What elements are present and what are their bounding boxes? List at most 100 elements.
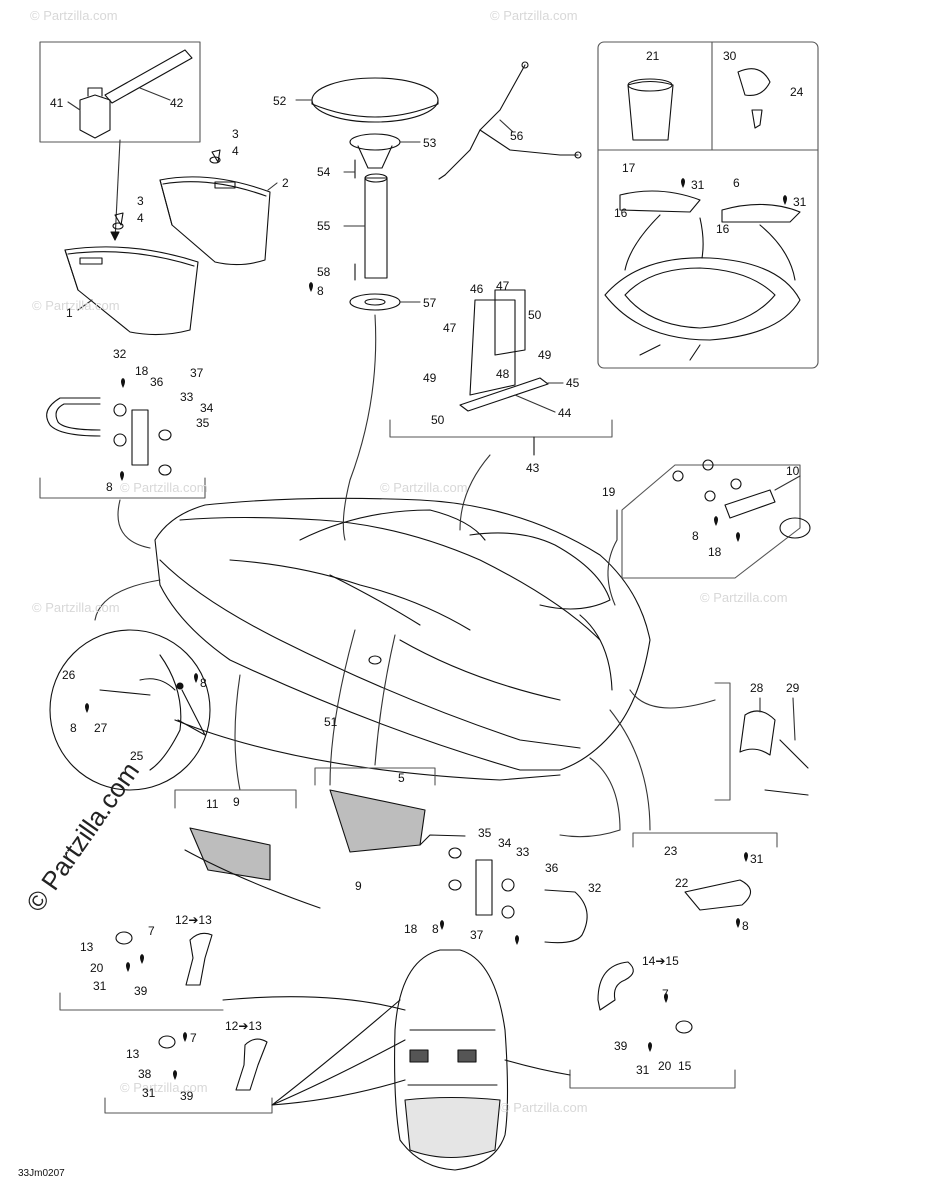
callout-21: 21	[646, 49, 660, 63]
seat-bracket-group	[390, 290, 612, 455]
callout-32: 32	[113, 347, 127, 361]
callout-33: 33	[180, 390, 194, 404]
callout-leaders	[68, 88, 800, 740]
callout-1: 1	[66, 306, 73, 320]
storage-bins	[65, 150, 270, 335]
callout-7: 7	[190, 1031, 197, 1045]
callout-24: 24	[790, 85, 804, 99]
callout-28: 28	[750, 681, 764, 695]
drop-icons	[85, 178, 787, 1080]
watermark: © Partzilla.com	[32, 298, 120, 313]
callout-36: 36	[150, 375, 164, 389]
callout-4: 4	[232, 144, 239, 158]
callout-13: 13	[80, 940, 94, 954]
callout-31: 31	[750, 852, 764, 866]
callout-3: 3	[137, 194, 144, 208]
callout-20: 20	[658, 1059, 672, 1073]
callout-31: 31	[691, 178, 705, 192]
callout-45: 45	[566, 376, 580, 390]
callout-12-13: 12➔13	[175, 913, 212, 927]
watermark: © Partzilla.com	[380, 480, 468, 495]
net-box-left	[175, 790, 320, 908]
callout-47: 47	[496, 279, 510, 293]
callout-9: 9	[233, 795, 240, 809]
callout-52: 52	[273, 94, 287, 108]
callout-8: 8	[432, 922, 439, 936]
callout-48: 48	[496, 367, 510, 381]
boat-hull	[155, 498, 650, 780]
callout-8: 8	[742, 919, 749, 933]
callout-35: 35	[196, 416, 210, 430]
callout-31: 31	[636, 1063, 650, 1077]
top-right-box	[598, 42, 818, 368]
callout-39: 39	[614, 1039, 628, 1053]
watermark: © Partzilla.com	[120, 480, 208, 495]
callout-37: 37	[470, 928, 484, 942]
callout-12-13: 12➔13	[225, 1019, 262, 1033]
watermark: © Partzilla.com	[120, 1080, 208, 1095]
callout-32: 32	[588, 881, 602, 895]
net-box-right	[315, 768, 465, 852]
callout-18: 18	[135, 364, 149, 378]
callout-8: 8	[106, 480, 113, 494]
callout-42: 42	[170, 96, 184, 110]
callout-8: 8	[317, 284, 324, 298]
watermark: © Partzilla.com	[30, 8, 118, 23]
callout-16: 16	[614, 206, 628, 220]
callout-8: 8	[692, 529, 699, 543]
callout-14-15: 14➔15	[642, 954, 679, 968]
callout-13: 13	[126, 1047, 140, 1061]
tool-kit-box	[40, 42, 200, 240]
callout-15: 15	[678, 1059, 692, 1073]
drawing-code: 33Jm0207	[18, 1168, 65, 1179]
callout-8: 8	[200, 676, 207, 690]
callout-56: 56	[510, 129, 524, 143]
callout-18: 18	[404, 922, 418, 936]
callout-50: 50	[431, 413, 445, 427]
callout-41: 41	[50, 96, 64, 110]
circle-detail	[50, 630, 210, 790]
callout-29: 29	[786, 681, 800, 695]
watermark: © Partzilla.com	[32, 600, 120, 615]
callout-47: 47	[443, 321, 457, 335]
callout-2: 2	[282, 176, 289, 190]
callout-26: 26	[62, 668, 76, 682]
callout-25: 25	[130, 749, 144, 763]
callout-18: 18	[708, 545, 722, 559]
callout-7: 7	[662, 987, 669, 1001]
callout-16: 16	[716, 222, 730, 236]
callout-27: 27	[94, 721, 108, 735]
clamp-box	[715, 683, 808, 800]
callout-58: 58	[317, 265, 331, 279]
watermark: © Partzilla.com	[500, 1100, 588, 1115]
callout-19: 19	[602, 485, 616, 499]
callout-55: 55	[317, 219, 331, 233]
leader-lines	[95, 315, 715, 837]
boat-top-view	[223, 950, 570, 1170]
handle-lower-right	[570, 962, 735, 1088]
callout-39: 39	[180, 1089, 194, 1103]
callout-35: 35	[478, 826, 492, 840]
callout-49: 49	[423, 371, 437, 385]
callout-9: 9	[355, 879, 362, 893]
callout-36: 36	[545, 861, 559, 875]
callout-46: 46	[470, 282, 484, 296]
ubolt-group-left	[40, 398, 205, 498]
callout-43: 43	[526, 461, 540, 475]
callout-49: 49	[538, 348, 552, 362]
callout-37: 37	[190, 366, 204, 380]
callout-22: 22	[675, 876, 689, 890]
step-box	[633, 833, 777, 910]
callout-11: 11	[206, 797, 219, 811]
callout-44: 44	[558, 406, 572, 420]
callout-31: 31	[142, 1086, 156, 1100]
callout-53: 53	[423, 136, 437, 150]
callout-57: 57	[423, 296, 437, 310]
callout-30: 30	[723, 49, 737, 63]
callout-5: 5	[398, 771, 405, 785]
callout-38: 38	[138, 1067, 152, 1081]
callout-23: 23	[664, 844, 678, 858]
callout-20: 20	[90, 961, 104, 975]
